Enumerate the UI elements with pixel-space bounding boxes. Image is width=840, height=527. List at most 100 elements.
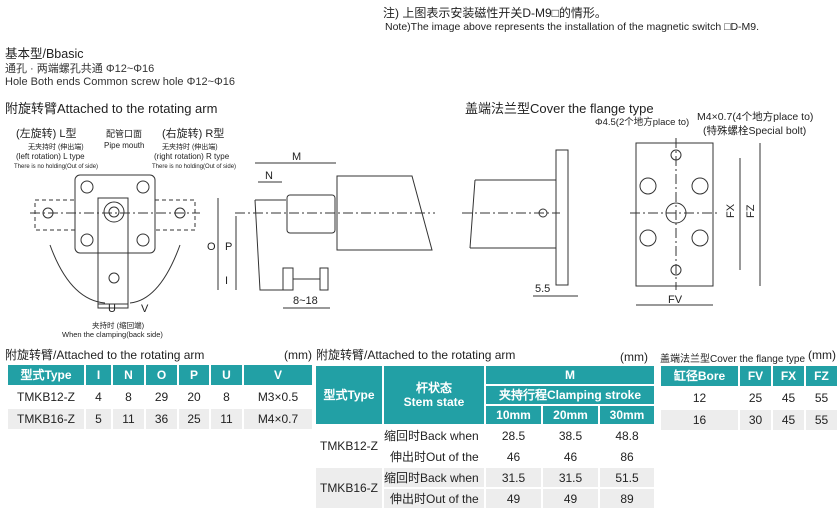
cell: 25 [177, 407, 211, 431]
left-type-label: (左旋转) L型 [16, 126, 77, 140]
dim-v: V [141, 303, 149, 315]
dim-o: O [207, 241, 216, 253]
cell: 89 [598, 487, 656, 510]
pipe-cn-label: 配管口面 [106, 128, 142, 139]
cell: 86 [598, 445, 656, 468]
cell: TMKB16-Z [314, 466, 384, 510]
col-header: 型式Type [6, 363, 86, 387]
cell: 缩回时Back when [382, 424, 486, 447]
cell: 55 [804, 408, 839, 432]
note-en: Note)The image above represents the inst… [385, 21, 760, 33]
col-header: I [84, 363, 113, 387]
arm-drawing-title: 附旋转臂Attached to the rotating arm [5, 101, 218, 116]
bolt-sub-label: (特殊螺栓Special bolt) [703, 124, 806, 137]
table2-unit: (mm) [620, 350, 648, 364]
table1-unit: (mm) [284, 348, 312, 362]
bolt-label: M4×0.7(4个地方place to) [697, 110, 813, 123]
stem-en: Stem state [403, 395, 465, 409]
cell: TMKB12-Z [314, 424, 384, 468]
flange-front-view [630, 138, 761, 306]
technical-drawings: (左旋转) L型 无夹持时 (伸出端) (left rotation) L ty… [14, 110, 813, 339]
dim-p: P [225, 241, 232, 253]
cell: 20 [177, 385, 211, 409]
note-cn: 注) 上图表示安装磁性开关D-M9□的情形。 [383, 6, 607, 20]
col-header: P [177, 363, 211, 387]
dim-u: U [108, 303, 116, 315]
right-type-label: (右旋转) R型 [162, 126, 224, 140]
col-header-30mm: 30mm [598, 404, 656, 426]
cell: 45 [771, 386, 806, 410]
table2-title: 附旋转臂/Attached to the rotating arm [316, 348, 516, 362]
cell: 25 [738, 386, 773, 410]
col-header: FX [771, 364, 806, 388]
left-note-label: There is no holding(Out of side) [14, 164, 98, 170]
cell: 45 [771, 408, 806, 432]
dim-range: 8~18 [293, 295, 318, 307]
col-header-10mm: 10mm [484, 404, 543, 426]
hole-label: Φ4.5(2个地方place to) [595, 116, 689, 128]
arm-front-view [30, 174, 200, 309]
cell: M4×0.7 [242, 407, 314, 431]
cell: 缩回时Back when [382, 466, 486, 489]
table1-title: 附旋转臂/Attached to the rotating arm [5, 348, 205, 362]
left-en-label: (left rotation) L type [16, 152, 85, 161]
cell: 11 [111, 407, 146, 431]
flange-drawing-title: 盖端法兰型Cover the flange type [465, 101, 654, 116]
clamp-en-label: When the clamping(back side) [62, 330, 163, 339]
col-header-20mm: 20mm [541, 404, 600, 426]
dim-fz: FZ [745, 204, 757, 218]
cell: 29 [144, 385, 179, 409]
cell: 46 [484, 445, 543, 468]
cell: 49 [541, 487, 600, 510]
cell: 51.5 [598, 466, 656, 489]
cell: 11 [209, 407, 244, 431]
dim-thickness: 5.5 [535, 283, 550, 295]
cell: 46 [541, 445, 600, 468]
cell: 4 [84, 385, 113, 409]
right-sub-label: 无夹持时 (伸出端) [162, 142, 218, 151]
dim-n: N [265, 170, 273, 182]
cell: 31.5 [484, 466, 543, 489]
col-header-type: 型式Type [314, 364, 384, 426]
col-header: O [144, 363, 179, 387]
dim-fv: FV [668, 294, 683, 306]
cell: 55 [804, 386, 839, 410]
table3-title: 盖端法兰型Cover the flange type [660, 354, 806, 365]
cell: 49 [484, 487, 543, 510]
cell: 30 [738, 408, 773, 432]
basic-line2: Hole Both ends Common screw hole Φ12~Φ16 [5, 76, 236, 88]
cell: 36 [144, 407, 179, 431]
basic-title: 基本型/Bbasic [5, 47, 84, 61]
col-header: V [242, 363, 314, 387]
cell: 48.8 [598, 424, 656, 447]
left-sub-label: 无夹持时 (伸出端) [28, 142, 84, 151]
pipe-en-label: Pipe mouth [104, 141, 144, 150]
table3-unit: (mm) [808, 348, 836, 362]
dim-fx: FX [725, 203, 737, 218]
col-header-m: M [484, 364, 656, 386]
basic-line1: 通孔 · 两端螺孔共通 Φ12~Φ16 [5, 63, 155, 75]
col-header: 缸径Bore [659, 364, 740, 388]
cell: 伸出时Out of the [382, 487, 486, 510]
cell: TMKB12-Z [6, 385, 86, 409]
cell: 28.5 [484, 424, 543, 447]
cell: TMKB16-Z [6, 407, 86, 431]
cell: 31.5 [541, 466, 600, 489]
col-header: U [209, 363, 244, 387]
col-header-clamp: 夹持行程Clamping stroke [484, 384, 656, 406]
arm-side-view [217, 162, 435, 309]
cell: M3×0.5 [242, 385, 314, 409]
cell: 伸出时Out of the [382, 445, 486, 468]
col-header: FZ [804, 364, 839, 388]
cell: 38.5 [541, 424, 600, 447]
